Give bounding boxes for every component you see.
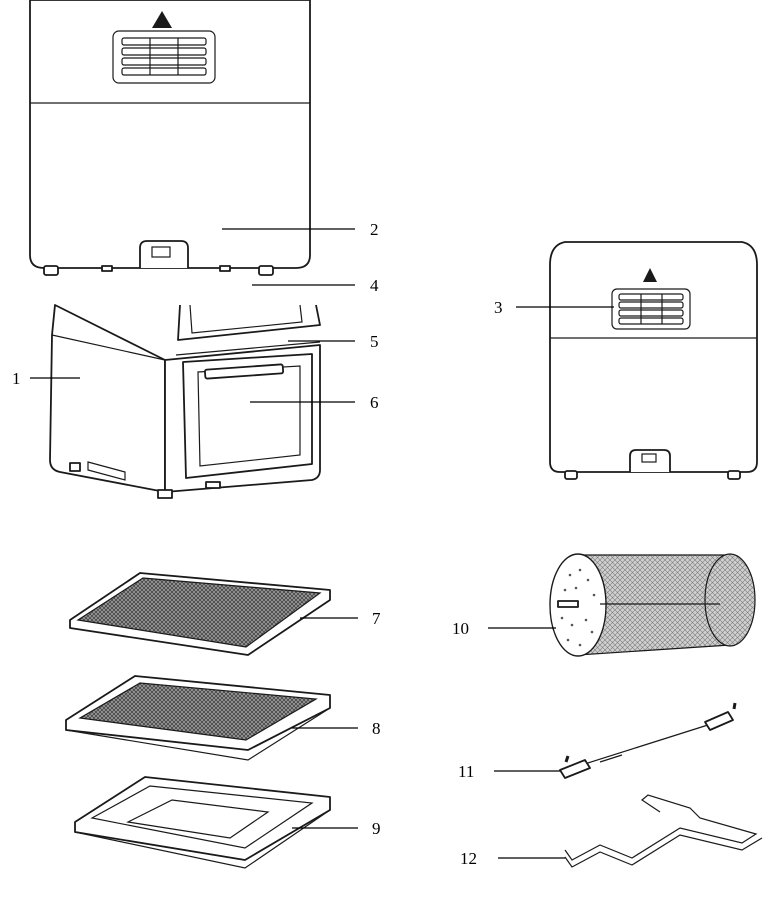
callout-4: 4 <box>370 276 379 295</box>
warning-triangle-icon <box>152 11 172 28</box>
callout-12: 12 <box>460 849 477 868</box>
basket-lid-holes <box>560 568 596 647</box>
callout-2: 2 <box>370 220 379 239</box>
small-vent-slots <box>618 293 684 325</box>
callout-5: 5 <box>370 332 379 351</box>
callout-8: 8 <box>372 719 381 738</box>
mesh-tray <box>65 675 331 761</box>
appliance-back-view <box>29 0 311 276</box>
callout-labels: 2 4 5 6 1 3 7 8 9 10 11 12 <box>12 220 503 868</box>
callout-11: 11 <box>458 762 474 781</box>
callout-6: 6 <box>370 393 379 412</box>
callout-7: 7 <box>372 609 381 628</box>
callout-10: 10 <box>452 619 469 638</box>
callout-1: 1 <box>12 369 21 388</box>
back-vent-slots <box>121 37 207 76</box>
callout-9: 9 <box>372 819 381 838</box>
rotisserie-basket <box>549 553 756 657</box>
appliance-front-view <box>49 304 321 499</box>
drip-tray <box>74 776 331 869</box>
rack-lifter <box>564 794 763 868</box>
callout-leaders <box>30 228 614 859</box>
rotisserie-spit <box>559 702 737 779</box>
callout-3: 3 <box>494 298 503 317</box>
warning-triangle-small-icon <box>643 268 657 282</box>
appliance-back-view-small <box>549 241 758 480</box>
mesh-rack <box>69 572 331 656</box>
